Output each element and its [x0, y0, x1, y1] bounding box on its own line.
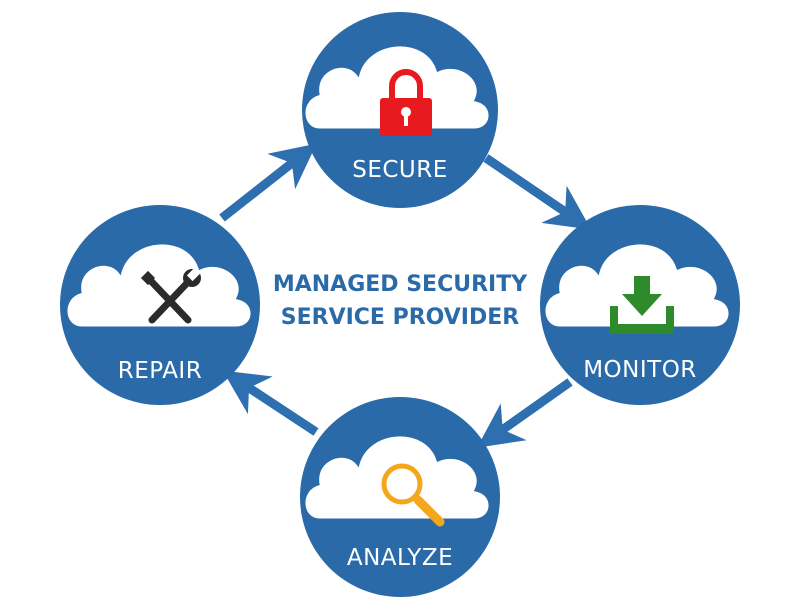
arrow-analyze-to-repair [222, 370, 319, 436]
node-analyze [300, 397, 500, 597]
node-label-repair: REPAIR [117, 358, 203, 384]
node-label-secure: SECURE [352, 157, 448, 183]
node-secure [302, 12, 498, 208]
lock-icon [380, 69, 432, 136]
arrow-monitor-to-analyze [476, 378, 573, 448]
center-title: MANAGED SECURITY SERVICE PROVIDER [230, 268, 570, 334]
wrench-screwdriver-icon [140, 266, 202, 324]
magnifying-glass-icon [381, 463, 445, 527]
arrow-repair-to-secure [219, 143, 317, 222]
center-title-line2: SERVICE PROVIDER [280, 305, 520, 330]
node-monitor [540, 205, 740, 405]
node-label-analyze: ANALYZE [346, 545, 454, 571]
node-label-monitor: MONITOR [583, 357, 697, 383]
center-title-line1: MANAGED SECURITY [272, 272, 528, 297]
node-repair [60, 205, 260, 405]
download-icon [610, 276, 674, 334]
arrow-secure-to-monitor [483, 154, 592, 230]
